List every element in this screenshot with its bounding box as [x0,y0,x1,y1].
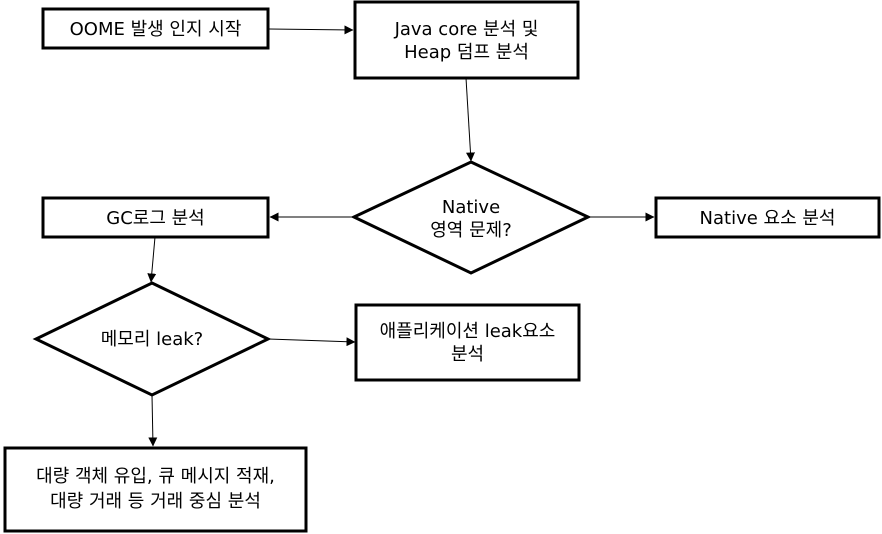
node-app-leak: 애플리케이션 leak요소 분석 [354,303,581,382]
node-native-analysis-label: Native 요소 분석 [700,208,836,229]
node-native-question: Native 영역 문제? [350,160,592,275]
node-start-label: OOME 발생 인지 시작 [70,19,242,40]
edge-leak-q-to-app-leak [267,337,356,347]
node-gc-log-label: GC로그 분석 [106,208,204,229]
edges [147,25,655,447]
node-app-leak-label-line1: 애플리케이션 leak요소 [380,321,556,342]
edge-gc-log-to-leak-q [147,236,157,283]
node-native-analysis: Native 요소 분석 [654,196,881,239]
edge-start-to-javacore [268,25,354,35]
node-native-question-label-line1: Native [442,197,500,218]
node-javacore-label-line1: Java core 분석 및 [394,19,539,40]
node-bulk-analysis: 대량 객체 유입, 큐 메시지 적재, 대량 거래 등 거래 중심 분석 [3,446,308,533]
node-native-question-label-line2: 영역 문제? [430,220,512,241]
node-app-leak-label-line2: 분석 [451,344,484,365]
node-bulk-analysis-label-line2: 대량 거래 등 거래 중심 분석 [50,491,261,512]
edge-javacore-to-native-q [465,77,475,162]
node-javacore-label-line2: Heap 덤프 분석 [404,42,529,63]
node-start: OOME 발생 인지 시작 [41,7,270,50]
node-javacore: Java core 분석 및 Heap 덤프 분석 [353,0,580,80]
node-leak-question-label: 메모리 leak? [101,329,203,350]
node-gc-log: GC로그 분석 [41,196,270,239]
node-bulk-analysis-label-line1: 대량 객체 유입, 큐 메시지 적재, [36,466,275,487]
edge-leak-q-to-bulk [148,394,158,447]
node-leak-question: 메모리 leak? [32,281,272,397]
